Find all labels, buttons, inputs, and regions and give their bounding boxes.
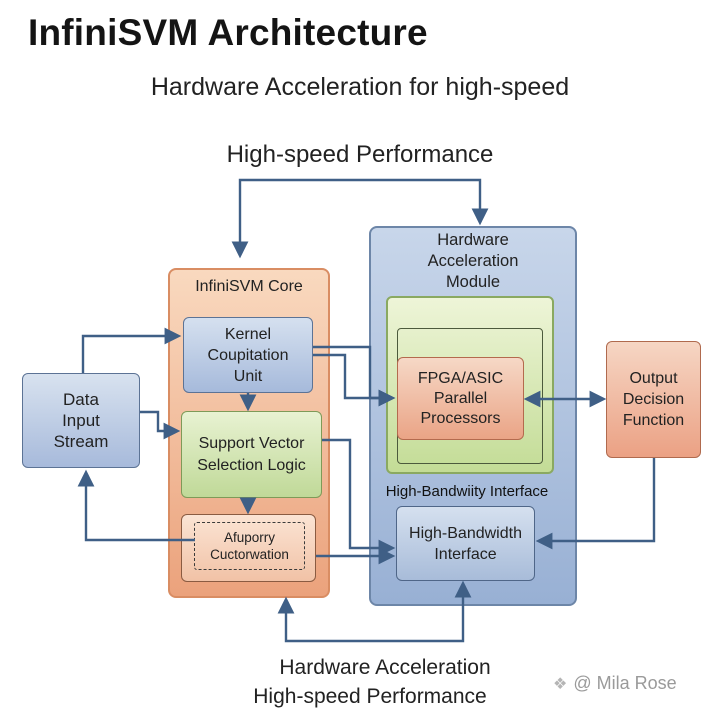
top-label: High-speed Performance xyxy=(226,141,494,168)
watermark-text: @ Mila Rose xyxy=(573,673,677,693)
fpga-asic-processors: FPGA/ASIC Parallel Processors xyxy=(397,357,524,440)
output-to-hb-arrow xyxy=(535,458,656,550)
afu-to-data-arrow xyxy=(77,469,195,542)
high-bandwidth-interface-box: High-Bandwidth Interface xyxy=(396,506,535,581)
page-subtitle: Hardware Acceleration for high-speed xyxy=(150,73,570,101)
output-decision-function: Output Decision Function xyxy=(606,341,701,458)
svsl-to-hb-arrow xyxy=(322,438,396,557)
kernel-to-fpga-arrow-2 xyxy=(313,353,396,407)
bottom-loop-arrow xyxy=(277,580,472,643)
watermark: ❖ @ Mila Rose xyxy=(553,673,677,694)
afuporry-inner-label: Afuporry Cuctorwation xyxy=(194,522,305,570)
page-title: InfiniSVM Architecture xyxy=(28,12,428,53)
bottom-label-line1: Hardware Acceleration xyxy=(279,656,491,679)
data-to-kernel-arrow xyxy=(81,327,182,373)
top-loop-arrow xyxy=(231,178,489,259)
data-to-svsl-arrow xyxy=(140,410,181,440)
infinisvm-core-title: InfiniSVM Core xyxy=(195,278,303,295)
high-bandwidth-interface-label: High-Bandwiity Interface xyxy=(385,483,549,500)
diamond-logo-icon: ❖ xyxy=(553,676,568,693)
data-input-stream: Data Input Stream xyxy=(22,373,140,468)
bottom-label-line2: High-speed Performance xyxy=(253,685,487,708)
kernel-computation-unit: Kernel Coupitation Unit xyxy=(183,317,313,393)
afuporry-block xyxy=(181,514,316,582)
support-vector-selection-logic: Support Vector Selection Logic xyxy=(181,411,322,498)
